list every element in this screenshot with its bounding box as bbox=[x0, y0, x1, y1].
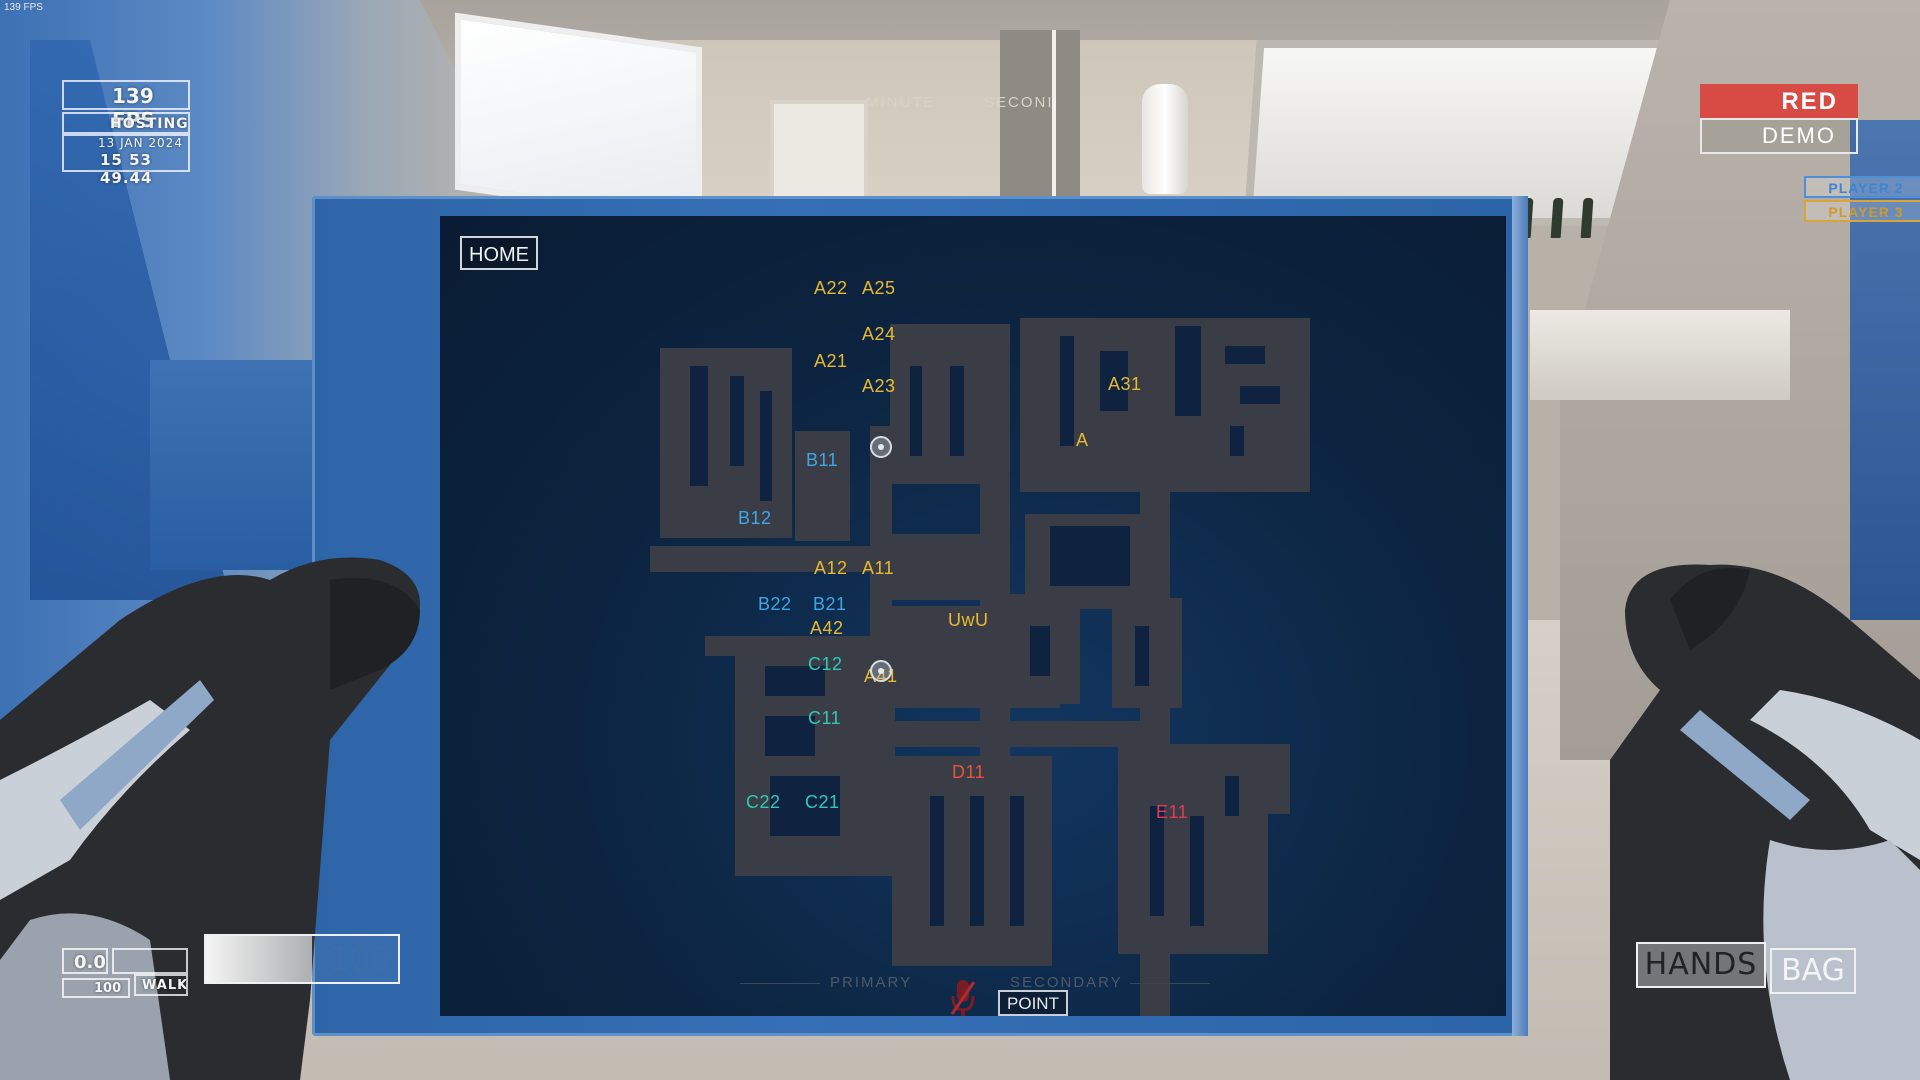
mode-badge: DEMO bbox=[1700, 118, 1858, 154]
fps-box: 139 FPS bbox=[62, 80, 190, 132]
home-button[interactable]: HOME bbox=[460, 236, 538, 270]
bottle bbox=[1550, 198, 1564, 238]
pillar-light bbox=[1052, 30, 1056, 205]
right-blue-panel bbox=[1850, 120, 1920, 620]
room-label-a[interactable]: A bbox=[1076, 430, 1089, 450]
room-label-b22[interactable]: B22 bbox=[758, 594, 792, 614]
ceiling-label-second: SECONI bbox=[984, 94, 1054, 111]
primary-slot-label[interactable]: PRIMARY bbox=[830, 974, 913, 991]
room-label-e11[interactable]: E11 bbox=[1156, 802, 1189, 822]
room-label-c22[interactable]: C22 bbox=[746, 792, 781, 812]
movement-mode: WALK bbox=[142, 978, 189, 993]
tiny-fps-counter: 139 FPS bbox=[4, 2, 43, 13]
doorway bbox=[770, 100, 868, 208]
ceiling-label-minute: MINUTE bbox=[866, 94, 936, 111]
right-counter bbox=[1530, 310, 1790, 400]
skylight-window bbox=[455, 12, 702, 225]
tablet-screen: HOME bbox=[440, 216, 1506, 1016]
room-label-b11[interactable]: B11 bbox=[806, 450, 839, 470]
room-label-a11[interactable]: A11 bbox=[862, 558, 895, 578]
room-label-a42[interactable]: A42 bbox=[810, 618, 844, 638]
date-text: 13 JAN 2024 bbox=[98, 136, 183, 150]
slot-divider bbox=[1130, 983, 1210, 984]
status-box: HOSTING bbox=[62, 112, 190, 134]
inventory-hands-slot[interactable]: HANDS bbox=[1636, 942, 1766, 988]
time-text: 15 53 49.44 bbox=[100, 151, 153, 187]
health-bar: 100 bbox=[204, 934, 400, 984]
team-badge: RED bbox=[1700, 84, 1858, 120]
health-bar-fill bbox=[206, 936, 312, 982]
secondary-slot-label[interactable]: SECONDARY bbox=[1010, 974, 1123, 991]
tablet-edge bbox=[1512, 196, 1528, 1036]
speed-value: 0.0 bbox=[74, 952, 106, 973]
pillar bbox=[1000, 30, 1080, 205]
microphone-muted-icon[interactable] bbox=[950, 978, 976, 1016]
speed-max-box: 100 bbox=[62, 978, 130, 998]
room-label-a12[interactable]: A12 bbox=[814, 558, 848, 578]
player-tag-3: PLAYER 3 bbox=[1804, 200, 1920, 222]
point-button[interactable]: POINT bbox=[998, 990, 1068, 1016]
room-label-a24[interactable]: A24 bbox=[862, 324, 896, 344]
floor-plan-map bbox=[650, 318, 1310, 1016]
connection-status: HOSTING bbox=[110, 116, 189, 132]
slot-divider bbox=[740, 983, 820, 984]
room-label-a31[interactable]: A31 bbox=[1108, 374, 1142, 394]
room-label-a22[interactable]: A22 bbox=[814, 278, 848, 298]
room-label-b12[interactable]: B12 bbox=[738, 508, 772, 528]
room-label-d11[interactable]: D11 bbox=[952, 762, 986, 782]
room-label-b21[interactable]: B21 bbox=[813, 594, 847, 614]
movement-mode-box: WALK bbox=[134, 974, 188, 996]
room-label-a25[interactable]: A25 bbox=[862, 278, 896, 298]
room-label-c11[interactable]: C11 bbox=[808, 708, 842, 728]
room-label-uwu[interactable]: UwU bbox=[948, 610, 989, 630]
player-marker-icon bbox=[870, 660, 892, 682]
right-hand bbox=[1610, 564, 1920, 1080]
player-marker-icon bbox=[870, 436, 892, 458]
map-voids bbox=[690, 326, 1280, 926]
player-tag-2: PLAYER 2 bbox=[1804, 176, 1920, 198]
speed-box: 0.0 bbox=[62, 948, 108, 974]
white-vase bbox=[1142, 84, 1188, 194]
inventory-bag-slot[interactable]: BAG bbox=[1770, 948, 1856, 994]
room-label-a21[interactable]: A21 bbox=[814, 351, 848, 371]
room-label-a23[interactable]: A23 bbox=[862, 376, 896, 396]
left-hand bbox=[0, 557, 420, 1080]
datetime-box: 13 JAN 2024 15 53 49.44 bbox=[62, 134, 190, 187]
room-label-c21[interactable]: C21 bbox=[805, 792, 840, 812]
speed-bar-box bbox=[112, 948, 188, 974]
bottle bbox=[1580, 198, 1594, 238]
health-value: 100 bbox=[328, 940, 390, 978]
room-label-c12[interactable]: C12 bbox=[808, 654, 843, 674]
blue-counter bbox=[150, 360, 320, 570]
speed-max-value: 100 bbox=[94, 981, 122, 996]
